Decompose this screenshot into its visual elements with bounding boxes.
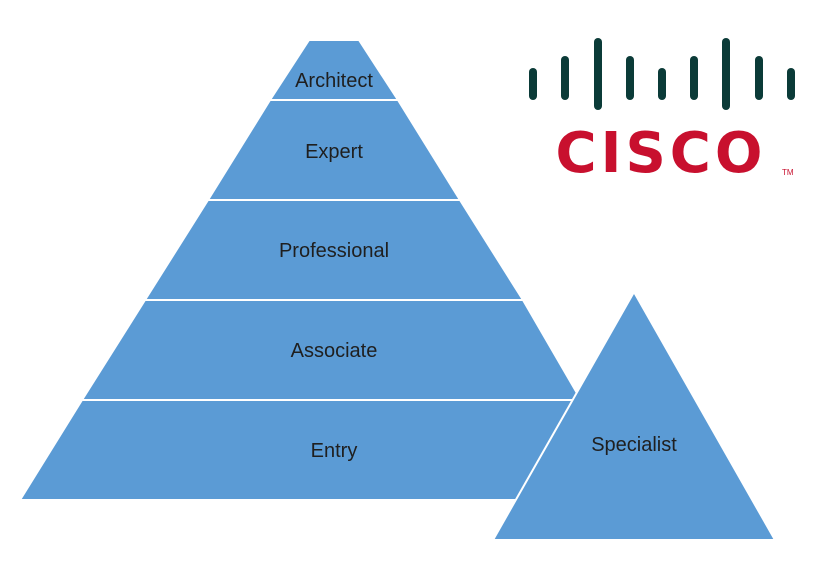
specialist-triangle — [491, 289, 777, 541]
tier-label-associate: Associate — [291, 340, 378, 362]
logo-wordmark: CISCO — [556, 121, 767, 186]
logo-background — [527, 40, 797, 180]
specialist-label: Specialist — [591, 434, 677, 456]
certification-pyramid — [18, 39, 642, 501]
logo-bars — [529, 38, 795, 110]
tier-label-professional: Professional — [279, 240, 389, 262]
logo-trademark: TM — [782, 168, 794, 177]
cisco-logo: CISCO TM — [527, 38, 797, 186]
tier-label-expert: Expert — [305, 141, 363, 163]
tier-label-entry: Entry — [311, 440, 358, 462]
tier-label-architect: Architect — [295, 70, 373, 92]
